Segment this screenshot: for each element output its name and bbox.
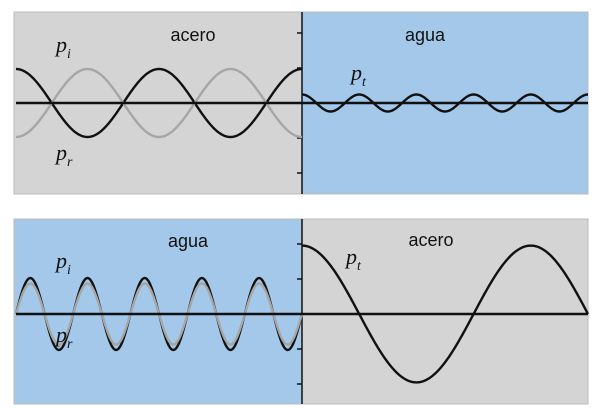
panel-1-transmitted-label: pt — [349, 60, 367, 90]
panel-2-incident-label: pi — [54, 248, 71, 278]
panel-2: agua acero pi pr pt — [13, 218, 590, 405]
panel-1-incident-wave — [15, 67, 303, 139]
panel-2-left-medium-label: agua — [168, 231, 209, 251]
panel-2-right-medium-label: acero — [408, 230, 453, 250]
panel-2-transmitted-wave — [301, 244, 590, 384]
panel-2-right-medium — [302, 219, 588, 404]
panel-2-transmitted-label: pt — [344, 244, 362, 274]
panel-1-transmitted-wave — [301, 93, 589, 113]
panel-1-reflected-label: pr — [54, 140, 73, 170]
panel-1-reflected-wave — [15, 67, 303, 139]
panel-1-incident-label: pi — [54, 32, 71, 62]
panel-2-interface-ticks — [297, 243, 302, 385]
panel-1-right-medium-label: agua — [405, 25, 446, 45]
panel-2-reflected-label: pr — [54, 322, 73, 352]
panel-1-left-medium-label: acero — [170, 25, 215, 45]
panel-1: acero agua pi pr pt — [13, 11, 589, 195]
